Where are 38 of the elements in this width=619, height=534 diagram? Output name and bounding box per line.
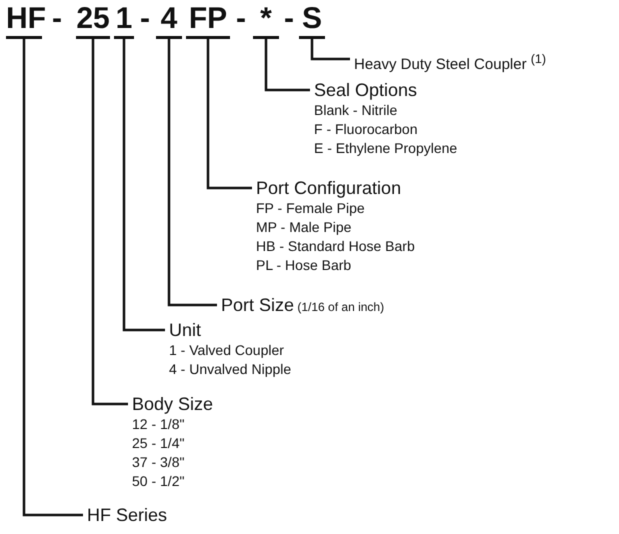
leader-line [264, 39, 310, 92]
leader-line [22, 39, 83, 516]
option-heading: Port Configuration [256, 177, 402, 199]
leader-line [92, 39, 128, 406]
code-segment: 25 [76, 2, 110, 39]
code-segment: 4 [156, 2, 182, 39]
option-item: E - Ethylene Propylene [314, 139, 458, 158]
option-item: 50 - 1/2" [132, 472, 186, 491]
option-item: HB - Standard Hose Barb [256, 237, 415, 256]
separator-dash: - [52, 2, 62, 36]
leader-line [310, 39, 350, 60]
option-heading: Seal Options [314, 79, 418, 101]
code-segment: S [299, 2, 325, 39]
separator-dash: - [236, 2, 246, 36]
option-item: 37 - 3/8" [132, 453, 186, 472]
option-heading: Port Size [221, 295, 294, 315]
unit-note: (1/16 of an inch) [296, 300, 384, 314]
option-heading: Unit [169, 319, 202, 341]
code-segment: * [253, 2, 279, 39]
option-item: PL - Hose Barb [256, 256, 352, 275]
code-segment: FP [186, 2, 230, 39]
option-item: Blank - Nitrile [314, 101, 398, 120]
option-item: 12 - 1/8" [132, 415, 186, 434]
separator-dash: - [284, 2, 294, 36]
option-item: 25 - 1/4" [132, 434, 186, 453]
option-heading: HF Series [87, 504, 168, 526]
option-item: MP - Male Pipe [256, 218, 352, 237]
leader-line [122, 39, 165, 332]
code-segment: 1 [114, 2, 134, 39]
option-heading: Body Size [132, 393, 214, 415]
option-item: F - Fluorocarbon [314, 120, 418, 139]
option-item: 1 - Valved Coupler [169, 341, 285, 360]
separator-dash: - [140, 2, 150, 36]
leader-line [206, 39, 252, 190]
option-item: FP - Female Pipe [256, 199, 366, 218]
leader-line [168, 39, 217, 306]
option-heading: Heavy Duty Steel Coupler $^{(1)}$ [354, 51, 546, 75]
option-item: 4 - Unvalved Nipple [169, 360, 292, 379]
